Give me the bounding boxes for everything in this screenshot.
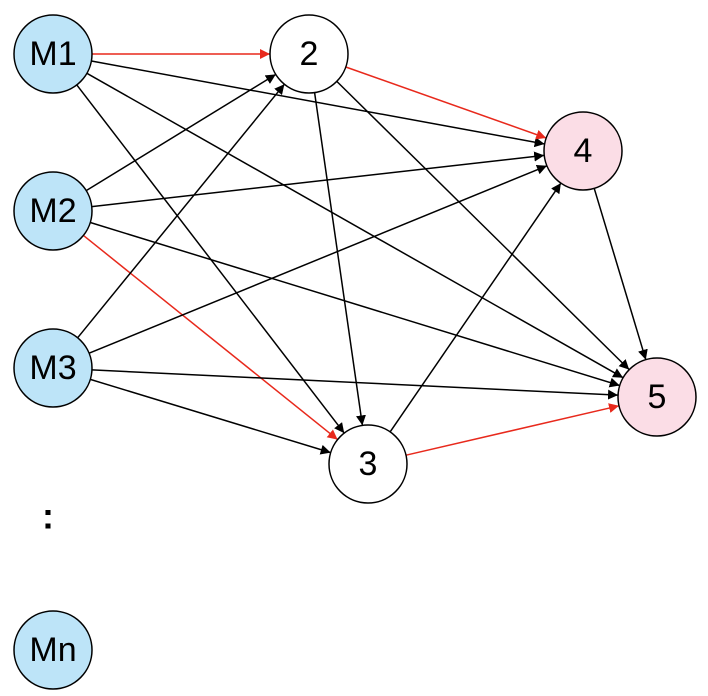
edge-M3-to-n3 xyxy=(90,378,331,455)
node-4: 4 xyxy=(543,111,623,191)
node-label-4: 4 xyxy=(574,132,593,170)
node-label-M2: M2 xyxy=(29,192,76,230)
node-label-5: 5 xyxy=(648,378,667,416)
node-M1: M1 xyxy=(13,14,93,94)
node-Mn: Mn xyxy=(13,610,93,690)
edge-M2-to-n3 xyxy=(82,234,339,441)
edge-M3-to-n2 xyxy=(77,83,285,339)
edge-M2-to-n4 xyxy=(91,151,545,208)
nodes: M1 M2 M3 Mn 2 3 xyxy=(13,14,697,690)
node-3: 3 xyxy=(328,424,408,504)
edge-M3-to-n5 xyxy=(91,369,619,400)
edge-n3-to-n4 xyxy=(389,182,562,433)
node-label-M3: M3 xyxy=(29,349,76,387)
edge-n2-to-n4 xyxy=(345,66,547,140)
edge-n3-to-n5 xyxy=(405,403,620,456)
edge-n2-to-n5 xyxy=(336,80,630,371)
node-label-Mn: Mn xyxy=(29,631,76,669)
ellipsis-dots: : xyxy=(42,496,54,537)
edge-M2-to-n5 xyxy=(90,221,620,388)
node-label-2: 2 xyxy=(300,35,319,73)
node-M2: M2 xyxy=(13,171,93,251)
edge-M1-to-n5 xyxy=(86,72,624,379)
edge-M2-to-n2 xyxy=(85,73,277,192)
node-label-3: 3 xyxy=(359,445,378,483)
edge-n2-to-n3 xyxy=(313,92,366,426)
node-label-M1: M1 xyxy=(29,35,76,73)
edge-M1-to-n4 xyxy=(91,60,545,148)
node-2: 2 xyxy=(269,14,349,94)
node-5: 5 xyxy=(617,357,697,437)
node-M3: M3 xyxy=(13,328,93,408)
edge-n4-to-n5 xyxy=(593,188,648,360)
edge-M3-to-n4 xyxy=(88,164,548,354)
edges xyxy=(76,49,648,456)
